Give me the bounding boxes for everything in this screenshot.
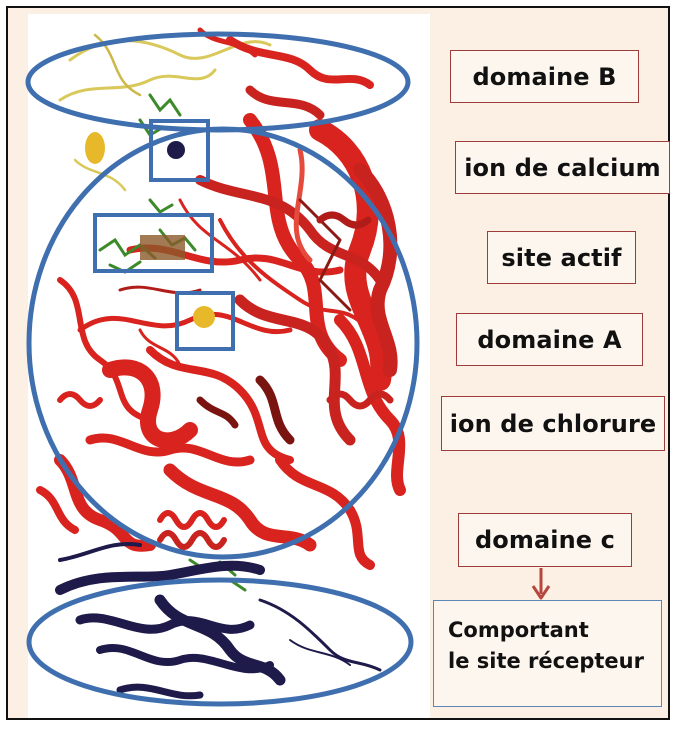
receptor-line-2: le site récepteur [448,646,661,677]
receptor-site-box: Comportant le site récepteur [433,600,662,707]
receptor-line-1: Comportant [448,615,661,646]
